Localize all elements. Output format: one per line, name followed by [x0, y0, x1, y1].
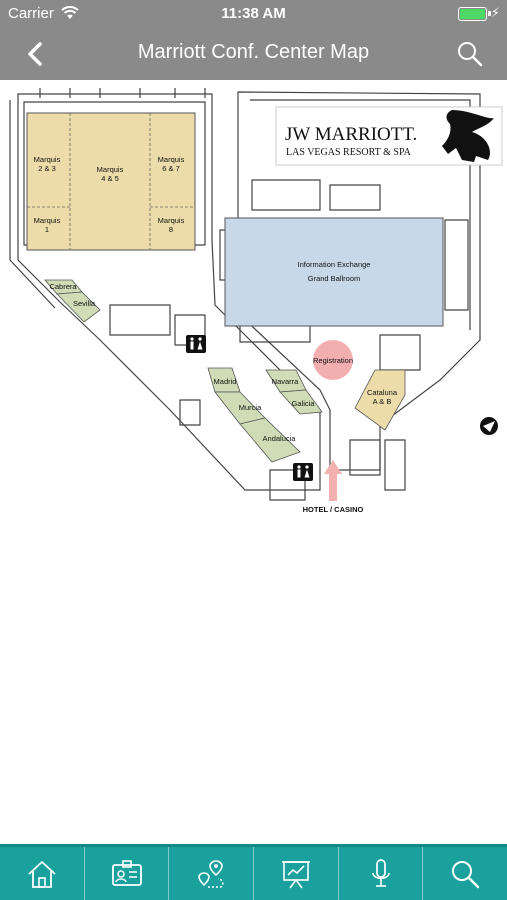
room-marquis-6-7-line1: Marquis: [158, 155, 185, 164]
room-navarra-label: Navarra: [272, 377, 300, 386]
clock: 11:38 AM: [221, 5, 286, 22]
restroom-icon: [293, 463, 313, 481]
tab-badge[interactable]: [85, 847, 170, 900]
carrier-label: Carrier: [8, 5, 54, 22]
hotel-casino-label: HOTEL / CASINO: [303, 505, 364, 514]
room-ballroom-line2: Grand Ballroom: [308, 274, 361, 283]
status-bar: Carrier 11:38 AM ⚡: [0, 0, 507, 28]
charging-icon: ⚡: [490, 5, 500, 20]
room-marquis-1-line1: Marquis: [34, 216, 61, 225]
room-cabrera-label: Cabrera: [49, 282, 77, 291]
tab-bar: [0, 844, 507, 900]
search-icon: [458, 42, 483, 67]
tab-speakers[interactable]: [339, 847, 424, 900]
jw-marriott-logo: JW MARRIOTT. LAS VEGAS RESORT & SPA: [275, 106, 503, 166]
room-marquis-2-3-line2: 2 & 3: [38, 164, 56, 173]
room-murcia-label: Murcia: [239, 403, 262, 412]
entrance-arrow-icon: [324, 460, 342, 501]
id-badge-icon: [111, 859, 142, 886]
room-sevilla-label: Sevilla: [73, 299, 96, 308]
room-cataluna-line1: Cataluna: [367, 388, 398, 397]
restroom-icon: [186, 335, 206, 353]
room-marquis-8-line2: 8: [169, 225, 173, 234]
room-andalucia[interactable]: [239, 417, 301, 463]
tab-home[interactable]: [0, 847, 85, 900]
room-ballroom-line1: Information Exchange: [298, 260, 371, 269]
registration-area[interactable]: [313, 340, 353, 380]
search-icon: [452, 860, 480, 888]
room-marquis-1-line2: 1: [45, 225, 49, 234]
room-marquis-8-line1: Marquis: [158, 216, 185, 225]
registration-label: Registration: [313, 356, 353, 365]
compass-icon: [480, 417, 498, 435]
logo-subtitle-text: LAS VEGAS RESORT & SPA: [286, 147, 412, 158]
marquis-ballroom[interactable]: [26, 112, 196, 251]
battery-icon: [458, 7, 491, 21]
room-marquis-6-7-line2: 6 & 7: [162, 164, 180, 173]
chevron-left-icon: [28, 42, 42, 66]
home-icon: [28, 860, 56, 888]
room-andalucia-label: Andalucia: [263, 434, 297, 443]
room-galicia[interactable]: [279, 389, 323, 415]
wifi-icon: [61, 6, 79, 25]
room-cataluna-line2: A & B: [373, 397, 392, 406]
logo-brand-text: JW MARRIOTT.: [285, 124, 417, 145]
tab-map[interactable]: [169, 847, 255, 900]
navigation-bar: Marriott Conf. Center Map: [0, 28, 507, 80]
map-route-icon: [198, 859, 224, 888]
grand-ballroom[interactable]: [224, 217, 444, 327]
tab-presentations[interactable]: [254, 847, 339, 900]
page-title: Marriott Conf. Center Map: [137, 41, 370, 63]
room-sevilla[interactable]: [56, 291, 101, 323]
tab-search[interactable]: [423, 847, 507, 900]
room-marquis-4-5-line1: Marquis: [97, 165, 124, 174]
microphone-icon: [371, 858, 390, 887]
search-button[interactable]: [455, 39, 485, 69]
griffin-icon: [442, 110, 494, 162]
room-marquis-4-5-line2: 4 & 5: [101, 174, 119, 183]
room-cataluna[interactable]: [354, 369, 406, 431]
back-button[interactable]: [22, 39, 52, 69]
room-galicia-label: Galicia: [292, 399, 316, 408]
room-madrid-label: Madrid: [214, 377, 237, 386]
presentation-icon: [281, 860, 310, 888]
room-marquis-2-3-line1: Marquis: [34, 155, 61, 164]
